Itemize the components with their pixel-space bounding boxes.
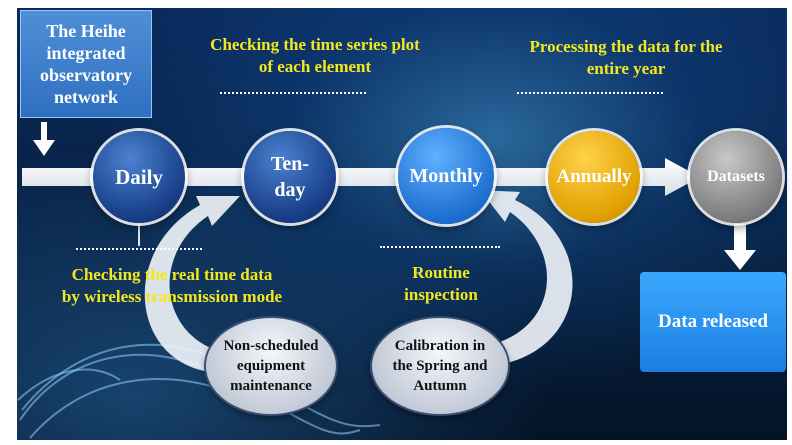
daily-circle: Daily bbox=[93, 131, 185, 223]
realtime-line-1: Checking the real time data bbox=[71, 265, 273, 284]
tenday-line-1: Ten- bbox=[270, 153, 310, 175]
routine-label: Routine inspection bbox=[376, 262, 506, 306]
processing-label: Processing the data for the entire year bbox=[480, 36, 772, 80]
timeseries-line-1: Checking the time series plot bbox=[210, 35, 420, 54]
network-line-4: network bbox=[53, 87, 118, 107]
tenday-line-2: day bbox=[274, 179, 306, 201]
calibration-ellipse: Calibration in the Spring and Autumn bbox=[372, 318, 508, 414]
realtime-label: Checking the real time data by wireless … bbox=[22, 264, 322, 308]
nonscheduled-line-3: maintenance bbox=[230, 378, 312, 394]
monthly-label: Monthly bbox=[409, 164, 483, 187]
daily-label: Daily bbox=[115, 164, 163, 189]
timeseries-line-2: of each element bbox=[258, 57, 372, 76]
routine-line-1: Routine bbox=[412, 263, 470, 282]
down-arrow-network bbox=[33, 122, 55, 156]
routine-dotted-line bbox=[380, 246, 500, 248]
loop-arrow-right bbox=[480, 190, 573, 366]
network-line-3: observatory bbox=[40, 65, 132, 85]
network-box: The Heihe integrated observatory network bbox=[20, 10, 152, 118]
processing-dotted-line bbox=[517, 92, 663, 94]
calibration-line-1: Calibration in bbox=[394, 338, 486, 354]
loop-arrow-left bbox=[144, 196, 240, 372]
annually-label: Annually bbox=[556, 166, 632, 187]
processing-line-1: Processing the data for the bbox=[529, 37, 723, 56]
monthly-circle: Monthly bbox=[398, 128, 494, 224]
routine-line-2: inspection bbox=[404, 285, 478, 304]
realtime-line-2: by wireless transmission mode bbox=[61, 287, 283, 306]
nonscheduled-line-2: equipment bbox=[236, 358, 306, 374]
processing-line-2: entire year bbox=[586, 59, 666, 78]
annually-circle: Annually bbox=[548, 131, 640, 223]
timeline-band bbox=[22, 158, 700, 196]
tenday-circle: Ten- day bbox=[244, 131, 336, 223]
timeseries-dotted-line bbox=[220, 92, 366, 94]
data-released-box: Data released bbox=[640, 272, 786, 372]
datasets-label: Datasets bbox=[707, 168, 765, 185]
nonscheduled-ellipse: Non-scheduled equipment maintenance bbox=[206, 318, 336, 414]
down-arrow-released bbox=[724, 224, 756, 270]
calibration-line-3: Autumn bbox=[413, 378, 467, 394]
calibration-line-2: the Spring and bbox=[392, 358, 488, 374]
datasets-circle: Datasets bbox=[690, 131, 782, 223]
data-released-label: Data released bbox=[658, 311, 768, 332]
nonscheduled-line-1: Non-scheduled bbox=[223, 338, 319, 354]
network-line-1: The Heihe bbox=[46, 21, 126, 41]
timeseries-label: Checking the time series plot of each el… bbox=[170, 34, 460, 78]
network-line-2: integrated bbox=[46, 43, 126, 63]
realtime-dotted-line bbox=[76, 248, 202, 250]
